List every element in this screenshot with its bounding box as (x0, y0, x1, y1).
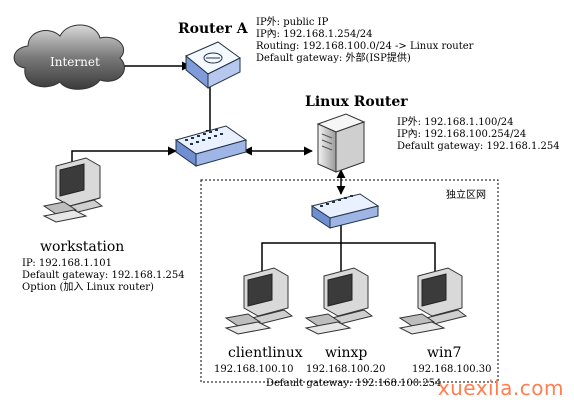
linux-router-info-line: IP外: 192.168.1.100/24 (397, 117, 514, 128)
inner-switch-icon (310, 193, 380, 229)
workstation-info-line: Option (加入 Linux router) (22, 282, 154, 293)
workstation-pc-icon (42, 157, 104, 223)
router-a-title: Router A (178, 21, 248, 37)
isolated-zone-label: 独立区网 (446, 190, 486, 201)
router-a-icon (185, 41, 241, 90)
client-ip-winxp: 192.168.100.20 (306, 364, 386, 375)
main-switch-icon (174, 125, 248, 167)
winxp-pc-icon (304, 267, 374, 335)
watermark: xuexila.com (437, 376, 564, 400)
workstation-info: IP: 192.168.1.101 Default gateway: 192.1… (22, 258, 185, 294)
internet-cloud-icon (13, 24, 125, 90)
workstation-info-line: Default gateway: 192.168.1.254 (22, 270, 185, 281)
router-a-info-line: IP內: 192.168.1.254/24 (256, 29, 373, 40)
isolated-zone-box (200, 179, 499, 383)
router-a-info-line: Routing: 192.168.100.0/24 -> Linux route… (256, 41, 474, 52)
clients-default-gateway: Default gateway: 192.168.100.254 (266, 378, 442, 389)
client-ip-clientlinux: 192.168.100.10 (214, 364, 294, 375)
workstation-title: workstation (40, 239, 125, 255)
client-name-win7: win7 (427, 345, 462, 361)
router-a-info: IP外: public IP IP內: 192.168.1.254/24 Rou… (256, 17, 473, 65)
win7-pc-icon (398, 267, 468, 335)
linux-router-server-icon (316, 113, 366, 173)
internet-label: Internet (50, 55, 100, 69)
clientlinux-pc-icon (224, 267, 294, 335)
linux-router-info: IP外: 192.168.1.100/24 IP內: 192.168.100.2… (397, 117, 560, 153)
linux-router-info-line: Default gateway: 192.168.1.254 (397, 141, 560, 152)
client-name-winxp: winxp (325, 345, 368, 361)
workstation-info-line: IP: 192.168.1.101 (22, 258, 113, 269)
client-name-clientlinux: clientlinux (228, 345, 303, 361)
client-ip-win7: 192.168.100.30 (412, 364, 492, 375)
router-a-info-line: Default gateway: 外部(ISP提供) (256, 53, 411, 64)
linux-router-info-line: IP內: 192.168.100.254/24 (397, 129, 527, 140)
linux-router-title: Linux Router (305, 94, 408, 110)
router-a-info-line: IP外: public IP (256, 17, 329, 28)
